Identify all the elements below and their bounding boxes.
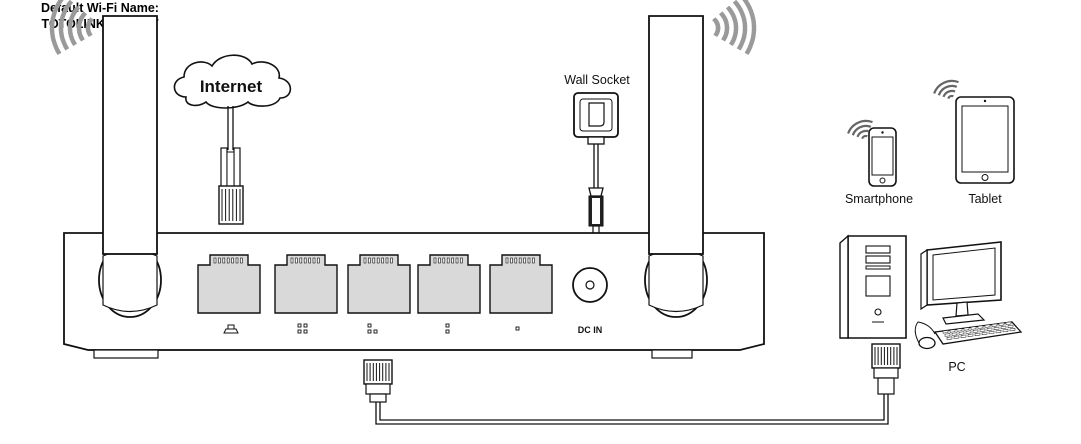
lan-icon-3 [445, 323, 450, 334]
tablet-icon [955, 96, 1015, 184]
rj11-plug-icon [218, 185, 244, 225]
rj45-plug-pc-side [871, 343, 901, 395]
ethernet-port-4 [417, 254, 481, 314]
antenna-right [644, 15, 708, 318]
internet-label: Internet [200, 77, 263, 96]
wan-icon [223, 324, 239, 334]
ethernet-cable [375, 393, 889, 425]
rj45-plug-router-side [363, 359, 393, 403]
power-adapter-icon [573, 92, 619, 237]
smartphone-label: Smartphone [845, 192, 913, 206]
ethernet-port-2 [274, 254, 338, 314]
lan-icon-2 [367, 323, 378, 334]
phone-cable [220, 106, 241, 189]
ethernet-port-3 [347, 254, 411, 314]
ethernet-port-5 [489, 254, 553, 314]
wifi-signal-tablet-icon [933, 79, 959, 100]
ethernet-port-1 [197, 254, 261, 314]
pc-icon [839, 234, 1023, 350]
wall-socket-label: Wall Socket [564, 73, 630, 87]
dc-in-jack: DC IN [572, 267, 608, 335]
router-ports [197, 254, 553, 314]
pc-label: PC [948, 360, 965, 374]
antenna-left [98, 15, 162, 318]
wifi-signal-left-icon [49, 0, 94, 56]
dc-in-label: DC IN [578, 325, 603, 335]
tablet-label: Tablet [968, 192, 1002, 206]
wifi-signal-icon [847, 119, 873, 140]
wifi-signal-right-icon [712, 0, 757, 56]
lan-icon-1 [297, 323, 308, 334]
internet-cloud-icon: Internet [173, 54, 292, 109]
smartphone-icon [868, 127, 897, 187]
lan-icon-4 [515, 326, 520, 331]
